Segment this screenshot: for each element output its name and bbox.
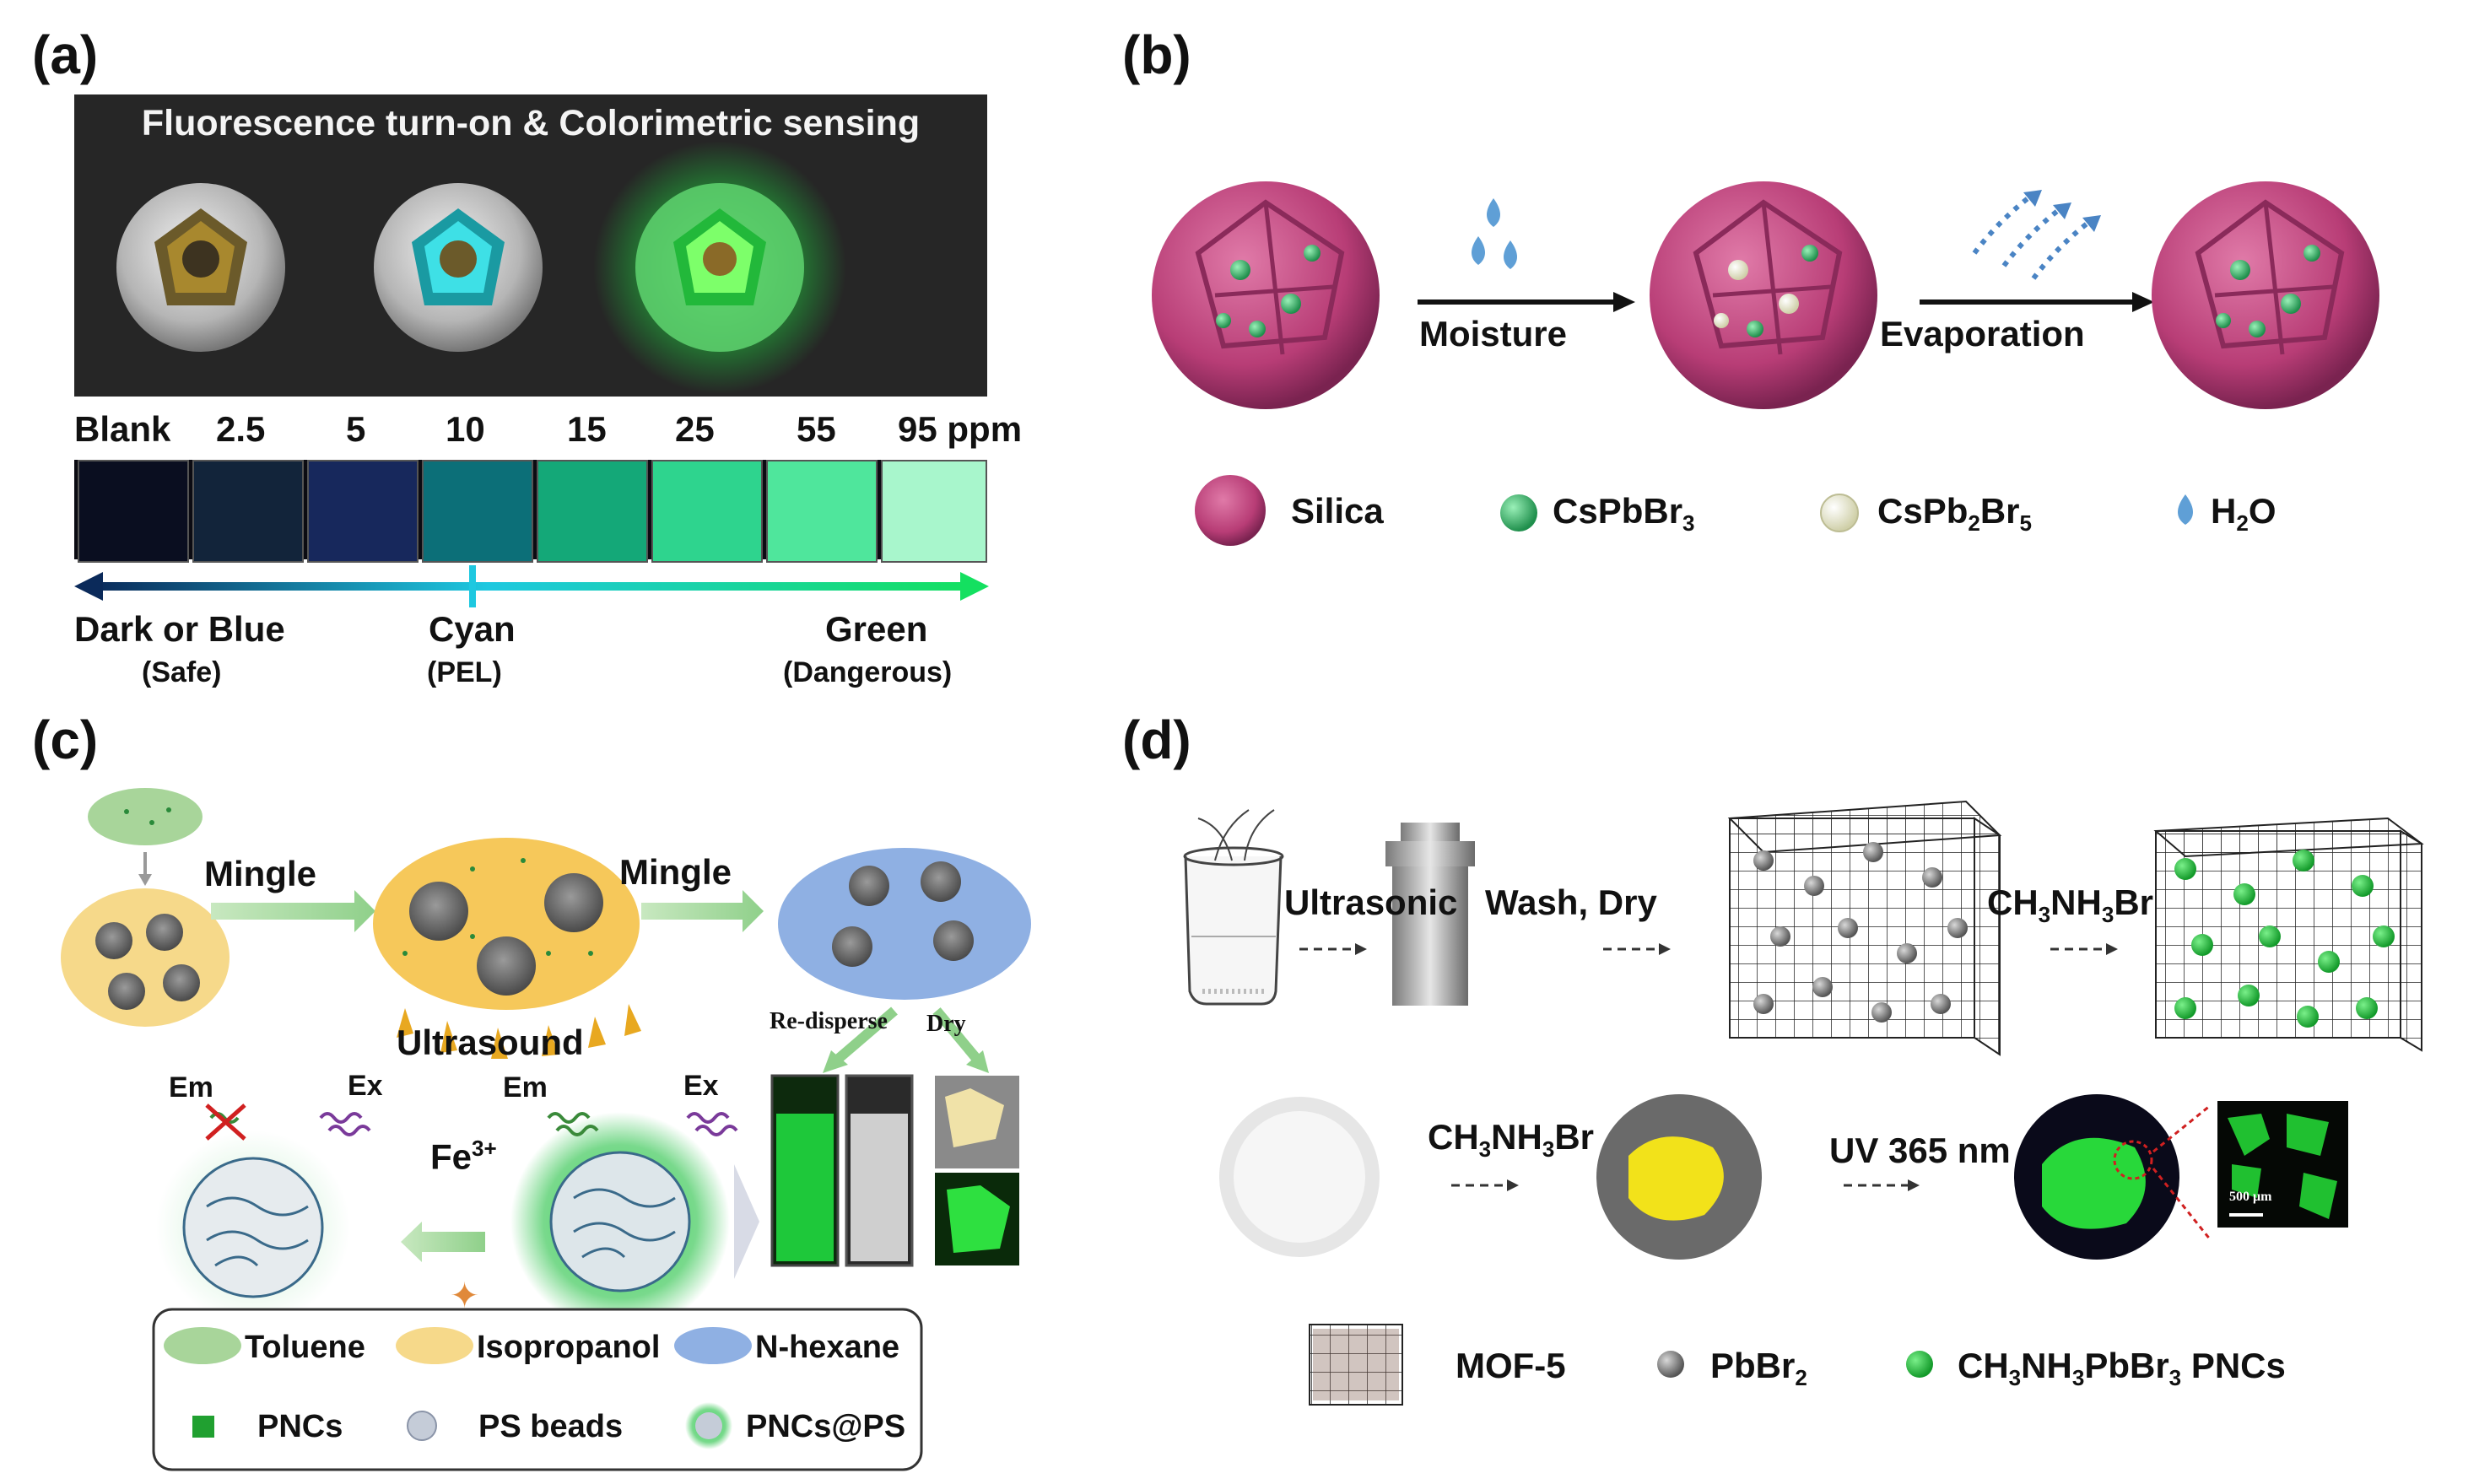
legend-toluene: Toluene <box>245 1330 365 1365</box>
ultrasound-wave-icons <box>397 1004 641 1059</box>
silica-sphere-recovered <box>2152 181 2379 409</box>
legend-pncs: PNCs <box>257 1409 343 1444</box>
scale-green-label: Green <box>825 609 928 649</box>
conc-label-55: 55 <box>797 409 836 449</box>
conc-label-5: 5 <box>346 409 366 449</box>
ps-bead-process-diagram: ✦ <box>61 788 1031 1471</box>
ex-label-quenched: Ex <box>348 1070 383 1102</box>
fe3-ion-label: Fe3+ <box>430 1136 497 1177</box>
panel-label-c: (c) <box>32 710 99 770</box>
sphere-green <box>593 141 846 394</box>
swatch-2-5 <box>192 460 304 563</box>
swatch-95 <box>881 460 987 563</box>
scale-cyan-note: (PEL) <box>427 656 502 688</box>
redisperse-label: Re-disperse <box>770 1008 888 1034</box>
legend-h2o: H2O <box>2211 491 2276 537</box>
swatch-5 <box>307 460 419 563</box>
pbbr2-legend-icon <box>1657 1351 1684 1378</box>
em-label-quenched: Em <box>169 1071 213 1104</box>
panel-a: Fluorescence turn-on & Colorimetric sens… <box>0 0 1063 700</box>
nanosphere-illustrations <box>116 141 846 394</box>
water-legend-icon <box>2178 494 2193 525</box>
emission-squiggles <box>209 1112 599 1136</box>
silica-sphere-hydrated <box>1650 181 1877 409</box>
legend-n-hexane: N-hexane <box>755 1330 900 1365</box>
excitation-squiggles <box>319 1112 738 1136</box>
pncs-legend-icon <box>1906 1351 1933 1378</box>
panel-d: Ultrasonic Wash, Dry CH3NH3Br CH3NH3Br U… <box>1088 759 2479 1484</box>
mof-cube-pncs <box>2153 817 2424 1052</box>
mof-cube-pbbr2 <box>1727 800 2002 1056</box>
color-scale-arrow <box>74 565 989 607</box>
evaporation-icon <box>1972 192 2094 280</box>
panel-label-b: (b) <box>1122 24 1191 85</box>
wash-dry-label: Wash, Dry <box>1485 882 1657 922</box>
uv-365-label: UV 365 nm <box>1829 1131 2011 1170</box>
mingle-label-2: Mingle <box>619 852 732 892</box>
scalebar-label: 500 μm <box>2229 1190 2272 1204</box>
conc-label-blank: Blank <box>74 409 171 449</box>
scale-cyan-label: Cyan <box>429 609 516 649</box>
swatch-10 <box>422 460 533 563</box>
conc-label-95-ppm: 95 ppm <box>898 409 1023 449</box>
silica-legend-icon <box>1195 475 1266 546</box>
sphere-cyan <box>374 183 543 352</box>
ultrasonic-label: Ultrasonic <box>1284 882 1458 922</box>
ex-label-glowing: Ex <box>683 1070 719 1102</box>
legend-cspbbr3: CsPbBr3 <box>1553 491 1695 537</box>
conc-label-25: 25 <box>675 409 715 449</box>
panel-c: ✦ Mingle Mingle Ultrasound Re-disperse D… <box>0 759 1063 1484</box>
legend-cspb2br5: CsPb2Br5 <box>1877 491 2033 537</box>
quench-cross-icon <box>205 1104 246 1141</box>
legend-silica: Silica <box>1291 491 1384 531</box>
legend-ps-beads: PS beads <box>478 1409 624 1444</box>
cspbbr3-legend-icon <box>1500 494 1537 532</box>
legend-pbbr2: PbBr2 <box>1710 1346 1807 1391</box>
scale-dark-label: Dark or Blue <box>74 609 285 649</box>
dry-label: Dry <box>926 1011 966 1037</box>
silica-sphere-initial <box>1152 181 1380 409</box>
swatch-55 <box>766 460 878 563</box>
water-drops-icon <box>1472 198 1517 269</box>
autoclave-icon <box>1385 823 1475 1006</box>
conc-label-15: 15 <box>567 409 607 449</box>
beaker-icon <box>1183 809 1284 1006</box>
em-label-glowing: Em <box>503 1071 548 1104</box>
evaporation-label: Evaporation <box>1880 314 2085 353</box>
moisture-cycle-diagram <box>1152 181 2379 546</box>
legend-mof5: MOF-5 <box>1456 1346 1566 1385</box>
reagent-label-top: CH3NH3Br <box>1987 882 2153 928</box>
panel-label-d: (d) <box>1122 710 1191 770</box>
panel-b: Moisture Evaporation Silica CsPbBr3 CsPb… <box>1088 0 2479 700</box>
cspb2br5-legend-icon <box>1820 494 1859 532</box>
legend-ch3nh3pbbr3-pncs: CH3NH3PbBr3 PNCs <box>1958 1346 2286 1391</box>
moisture-label: Moisture <box>1419 314 1568 353</box>
sensing-banner: Fluorescence turn-on & Colorimetric sens… <box>74 94 987 397</box>
swatch-15 <box>537 460 648 563</box>
mof-synthesis-diagram <box>1183 800 2424 1406</box>
swatch-25 <box>651 460 763 563</box>
mof5-legend-icon <box>1309 1324 1403 1406</box>
conc-label-2-5: 2.5 <box>216 409 266 449</box>
conc-label-10: 10 <box>446 409 485 449</box>
ultrasound-label: Ultrasound <box>397 1023 584 1062</box>
scale-green-note: (Dangerous) <box>783 656 953 688</box>
banner-title: Fluorescence turn-on & Colorimetric sens… <box>141 103 921 143</box>
legend-pncs-at-ps: PNCs@PS <box>746 1409 906 1444</box>
legend-isopropanol: Isopropanol <box>477 1330 661 1365</box>
mingle-label-1: Mingle <box>204 854 316 893</box>
sphere-dark <box>116 183 285 352</box>
panel-label-a: (a) <box>32 24 99 85</box>
reagent-label-bottom: CH3NH3Br <box>1428 1117 1594 1163</box>
swatch-blank <box>78 460 189 563</box>
scale-dark-note: (Safe) <box>142 656 222 688</box>
